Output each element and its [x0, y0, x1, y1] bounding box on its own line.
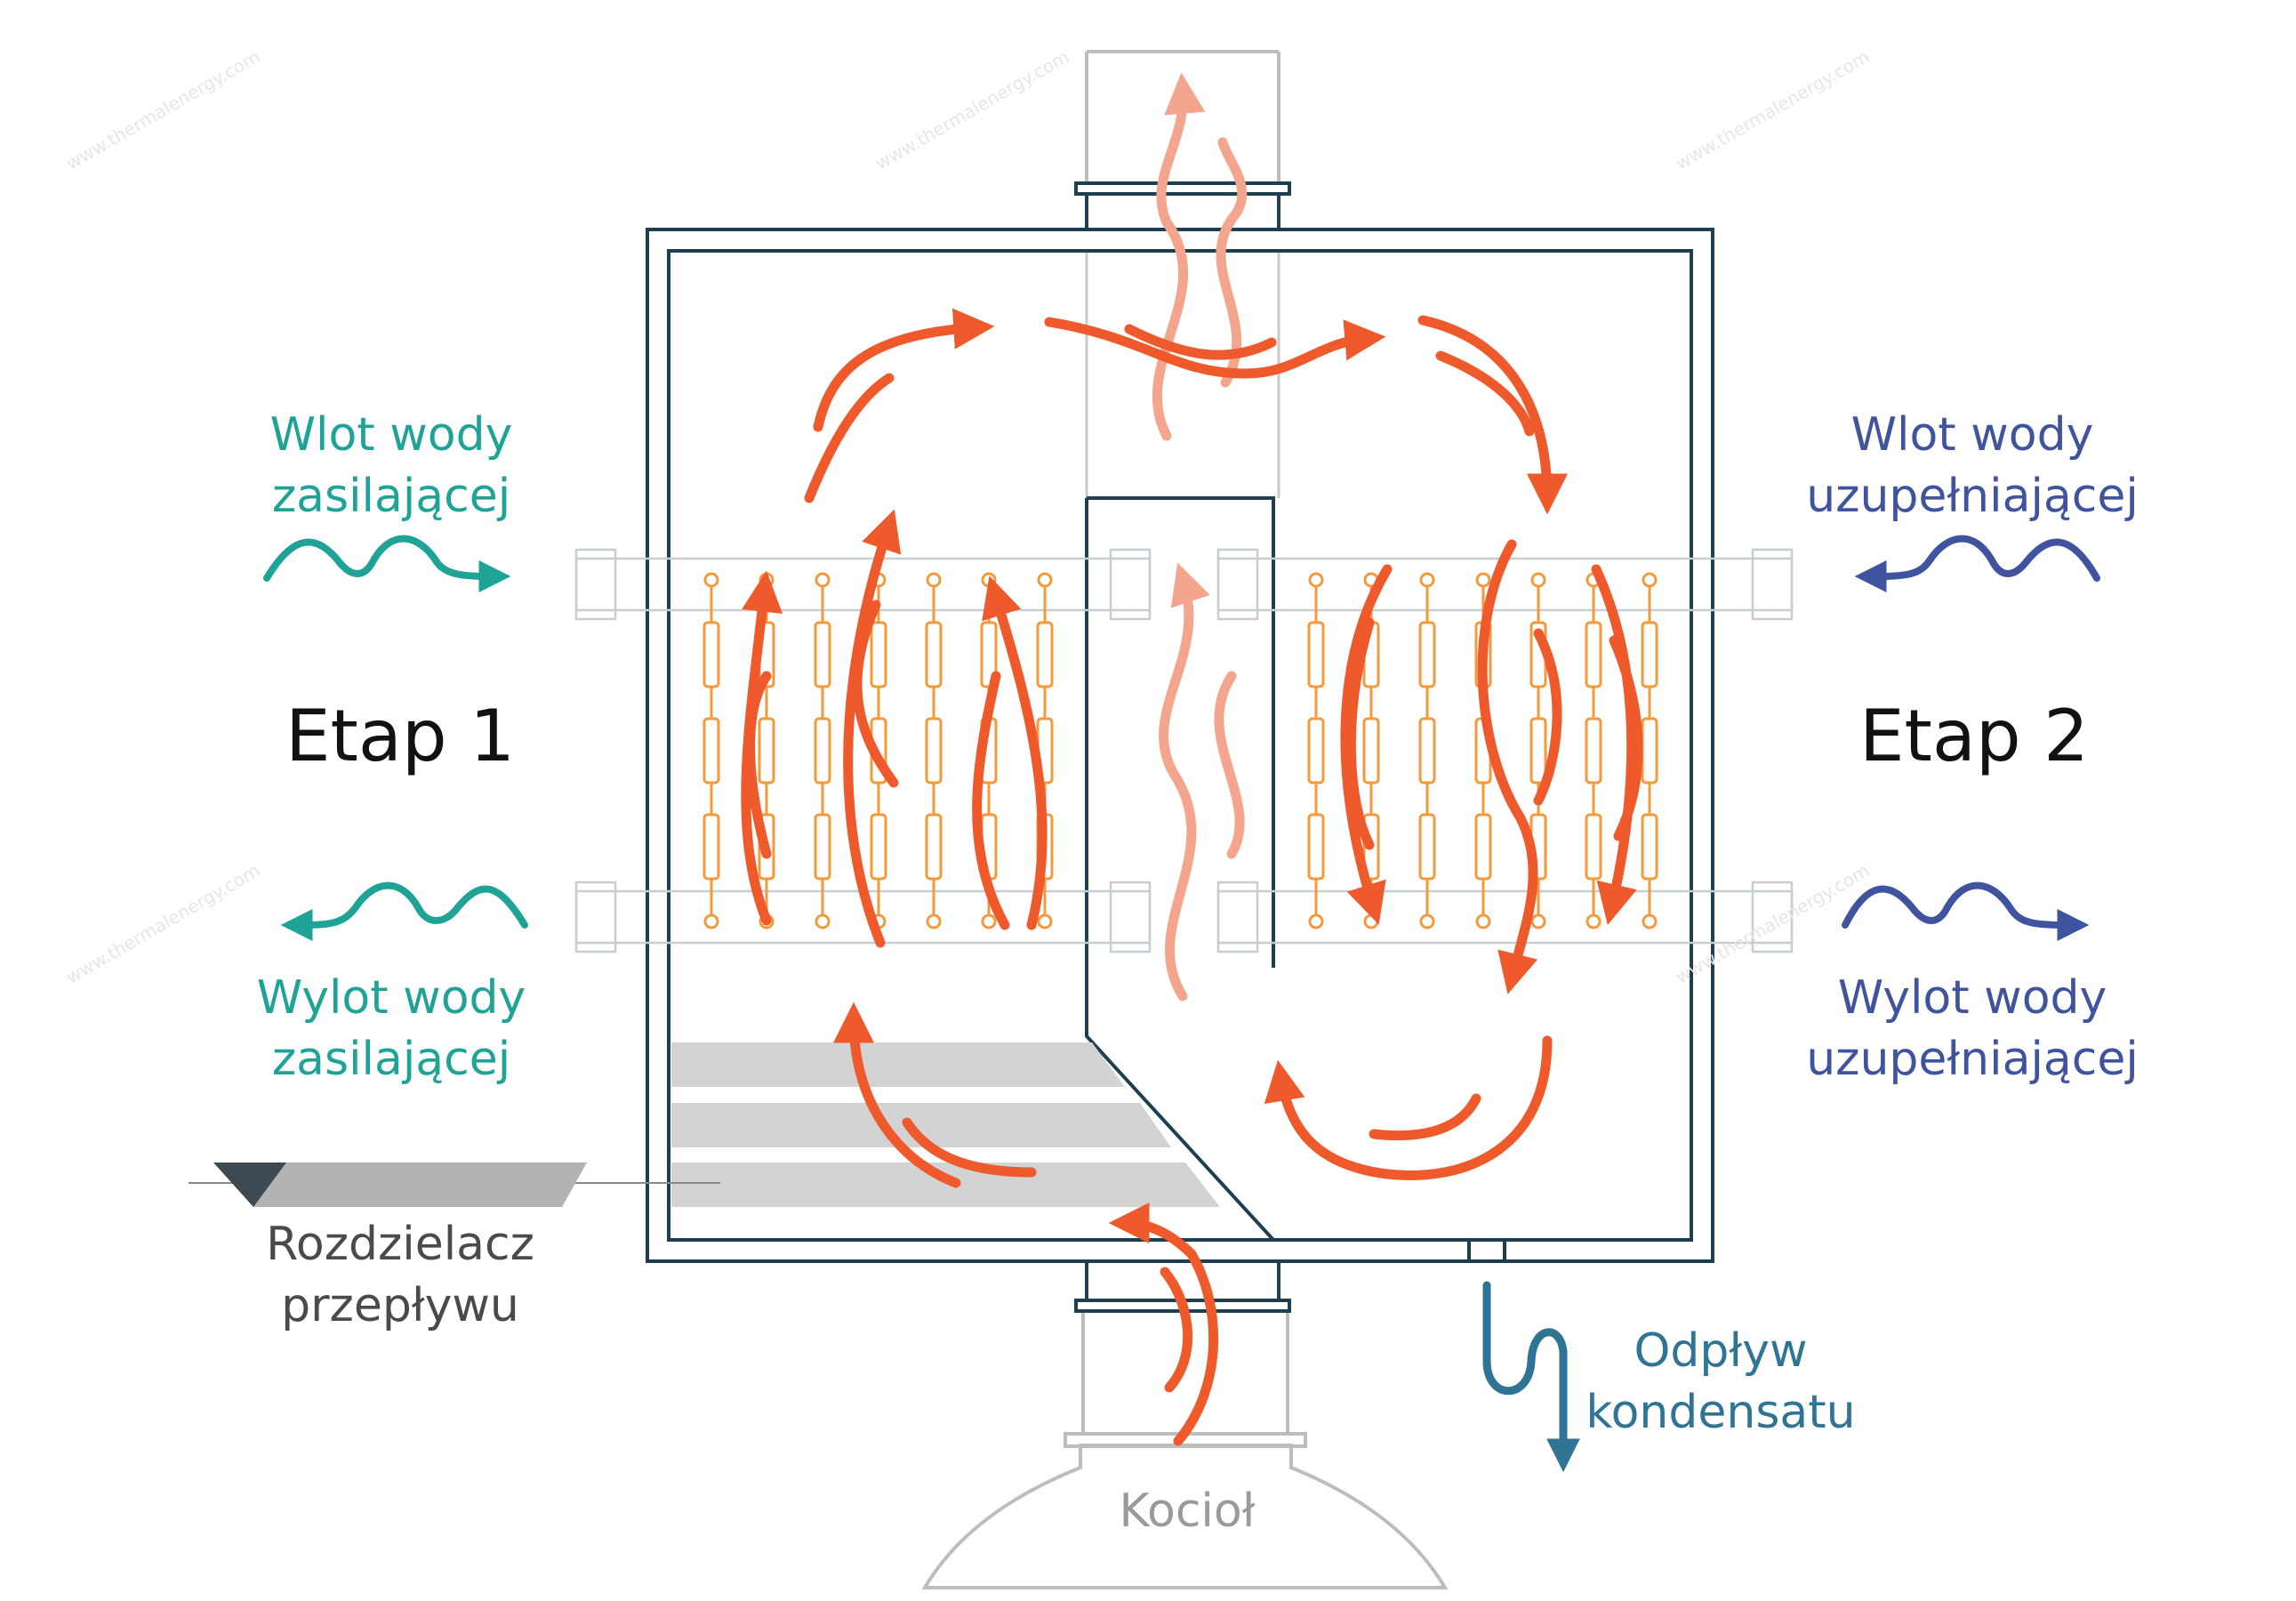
tube-fin — [870, 621, 887, 688]
tube-fin — [702, 717, 720, 784]
tube-end — [1642, 913, 1658, 929]
tube-end — [926, 913, 942, 929]
tube-fin — [702, 813, 720, 881]
tube-fin — [1362, 717, 1380, 784]
tube-fin — [1036, 621, 1054, 688]
feed-water-outlet-arrow — [280, 881, 528, 941]
tube-end — [1475, 572, 1491, 588]
tube-fin — [1585, 717, 1602, 784]
makeup-water-inlet-arrow — [1854, 535, 2100, 592]
feed-water-inlet-label: Wlot wody zasilającej — [269, 408, 513, 524]
tube-end — [1530, 913, 1546, 929]
makeup-water-outlet-label: Wylot wody uzupełniającej — [1806, 971, 2139, 1087]
tube-end — [703, 572, 719, 588]
tube-fin — [1585, 813, 1602, 881]
exhaust-gas-arrows — [1152, 72, 1248, 1002]
tube-fin — [1307, 813, 1325, 881]
tube-end — [703, 913, 719, 929]
tube-end — [926, 572, 942, 588]
hot-gas-arrows — [741, 308, 1643, 1446]
tube-fin — [814, 813, 831, 881]
tube-fin — [702, 621, 720, 688]
tube-fin — [925, 717, 943, 784]
tube-fin — [1418, 621, 1436, 688]
tube-fin — [1418, 717, 1436, 784]
tube-fin — [1641, 621, 1658, 688]
tube-fin — [1529, 717, 1547, 784]
tube-end — [1037, 913, 1053, 929]
distributor-legend-icon — [189, 1163, 720, 1207]
stage-2-label: Etap 2 — [1858, 695, 2090, 777]
tube-fin — [1641, 717, 1658, 784]
tube-fin — [925, 621, 943, 688]
tube-fin — [814, 717, 831, 784]
tube-end — [815, 913, 831, 929]
makeup-water-inlet-label: Wlot wody uzupełniającej — [1806, 408, 2139, 524]
tube-fin — [1585, 621, 1602, 688]
tube-fin — [758, 717, 775, 784]
tube-end — [1308, 913, 1324, 929]
boiler-inlet-collar — [1074, 1238, 1506, 1313]
tube-end — [815, 572, 831, 588]
tube-end — [1308, 572, 1324, 588]
tube-end — [981, 913, 997, 929]
boiler-label: Kocioł — [1119, 1484, 1256, 1538]
tube-end — [1475, 913, 1491, 929]
flow-distributor — [671, 1042, 1220, 1207]
tube-fin — [925, 813, 943, 881]
makeup-water-outlet-arrow — [1842, 881, 2090, 941]
flow-distributor-label: Rozdzielacz przepływu — [266, 1218, 534, 1333]
condensate-drain-label: Odpływ kondensatu — [1586, 1324, 1856, 1440]
exhaust-stack — [1074, 50, 1291, 229]
tube-fin — [1641, 813, 1658, 881]
condensate-trap-icon — [1482, 1281, 1580, 1473]
tube-fin — [1474, 813, 1492, 881]
tube-fin — [1418, 813, 1436, 881]
tube-end — [1586, 913, 1602, 929]
stage-1-label: Etap 1 — [285, 695, 516, 777]
tube-end — [1037, 572, 1053, 588]
feed-water-inlet-arrow — [263, 535, 511, 592]
tube-end — [1642, 572, 1658, 588]
tube-fin — [1307, 717, 1325, 784]
feed-water-outlet-label: Wylot wody zasilającej — [256, 971, 526, 1087]
tube-end — [1419, 572, 1435, 588]
tube-end — [1419, 913, 1435, 929]
inner-stack-lines — [1085, 251, 1280, 498]
tube-end — [1363, 913, 1379, 929]
tube-fin — [814, 621, 831, 688]
tube-end — [1530, 572, 1546, 588]
tube-fin — [1307, 621, 1325, 688]
tube-end — [981, 572, 997, 588]
tube-fin — [870, 813, 887, 881]
